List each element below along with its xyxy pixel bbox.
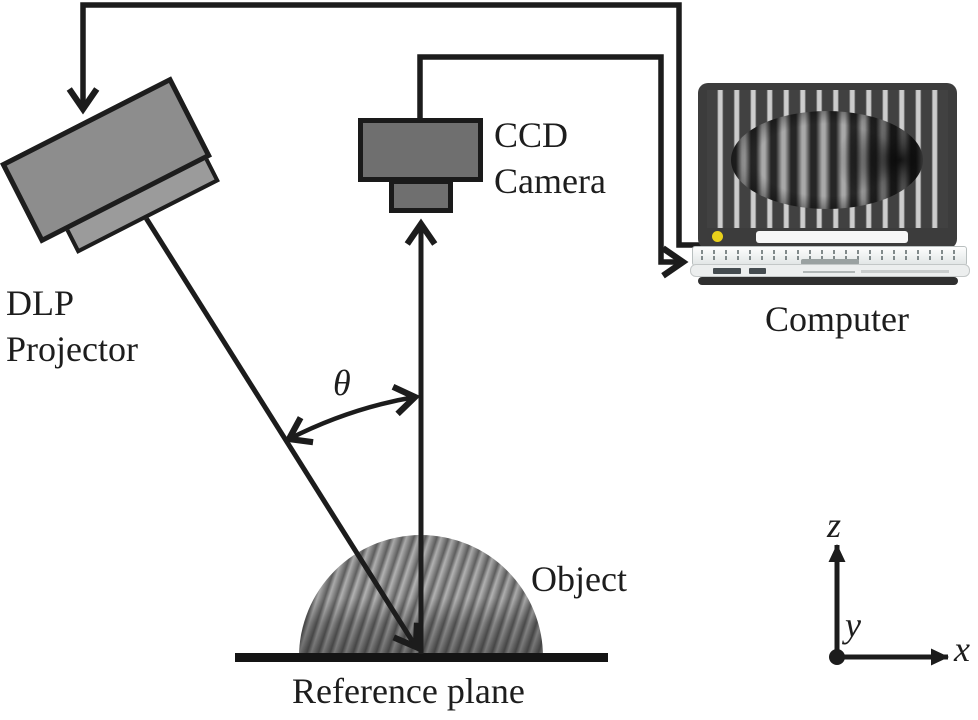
keyboard-row	[701, 256, 959, 260]
theta-angle-arc	[284, 383, 421, 446]
laptop-computer-graphic	[688, 80, 972, 288]
y-axis-label: y	[845, 605, 861, 645]
projection-ray	[143, 216, 421, 652]
ccd-camera-label-line2: Camera	[494, 161, 606, 201]
reference-plane-label: Reference plane	[292, 671, 525, 711]
cable-computer-to-projector	[66, 2, 702, 248]
keyboard-row	[701, 250, 959, 254]
trackpad	[801, 259, 859, 265]
ccd-camera-body-graphic	[358, 118, 483, 182]
laptop-shadow	[698, 277, 958, 285]
cable-camera-to-computer	[417, 54, 689, 279]
dlp-projector-label-line2: Projector	[6, 329, 138, 369]
base-slit	[803, 271, 855, 273]
x-axis-label: x	[954, 629, 970, 669]
power-led-icon	[712, 231, 723, 242]
ccd-camera-lens-graphic	[389, 179, 453, 213]
z-axis-label: z	[827, 505, 842, 545]
computer-label: Computer	[765, 299, 909, 339]
theta-angle-label: θ	[333, 363, 351, 403]
dlp-projector-label-line1: DLP	[6, 283, 75, 323]
object-label: Object	[531, 559, 627, 599]
side-port	[713, 268, 741, 274]
laptop-keyboard-deck	[692, 246, 967, 266]
ccd-camera-label-line1: CCD	[494, 115, 569, 155]
laptop-screen-object-fringe-image	[731, 111, 923, 209]
laptop-base	[690, 264, 970, 277]
base-slit	[861, 270, 949, 273]
ccd-camera-label: CCD Camera	[494, 112, 606, 204]
side-port	[749, 268, 766, 274]
reference-plane-line	[235, 653, 608, 662]
axes-origin-dot	[829, 649, 845, 665]
dlp-projector-label: DLP Projector	[6, 280, 138, 372]
laptop-hinge-bar	[756, 231, 908, 243]
